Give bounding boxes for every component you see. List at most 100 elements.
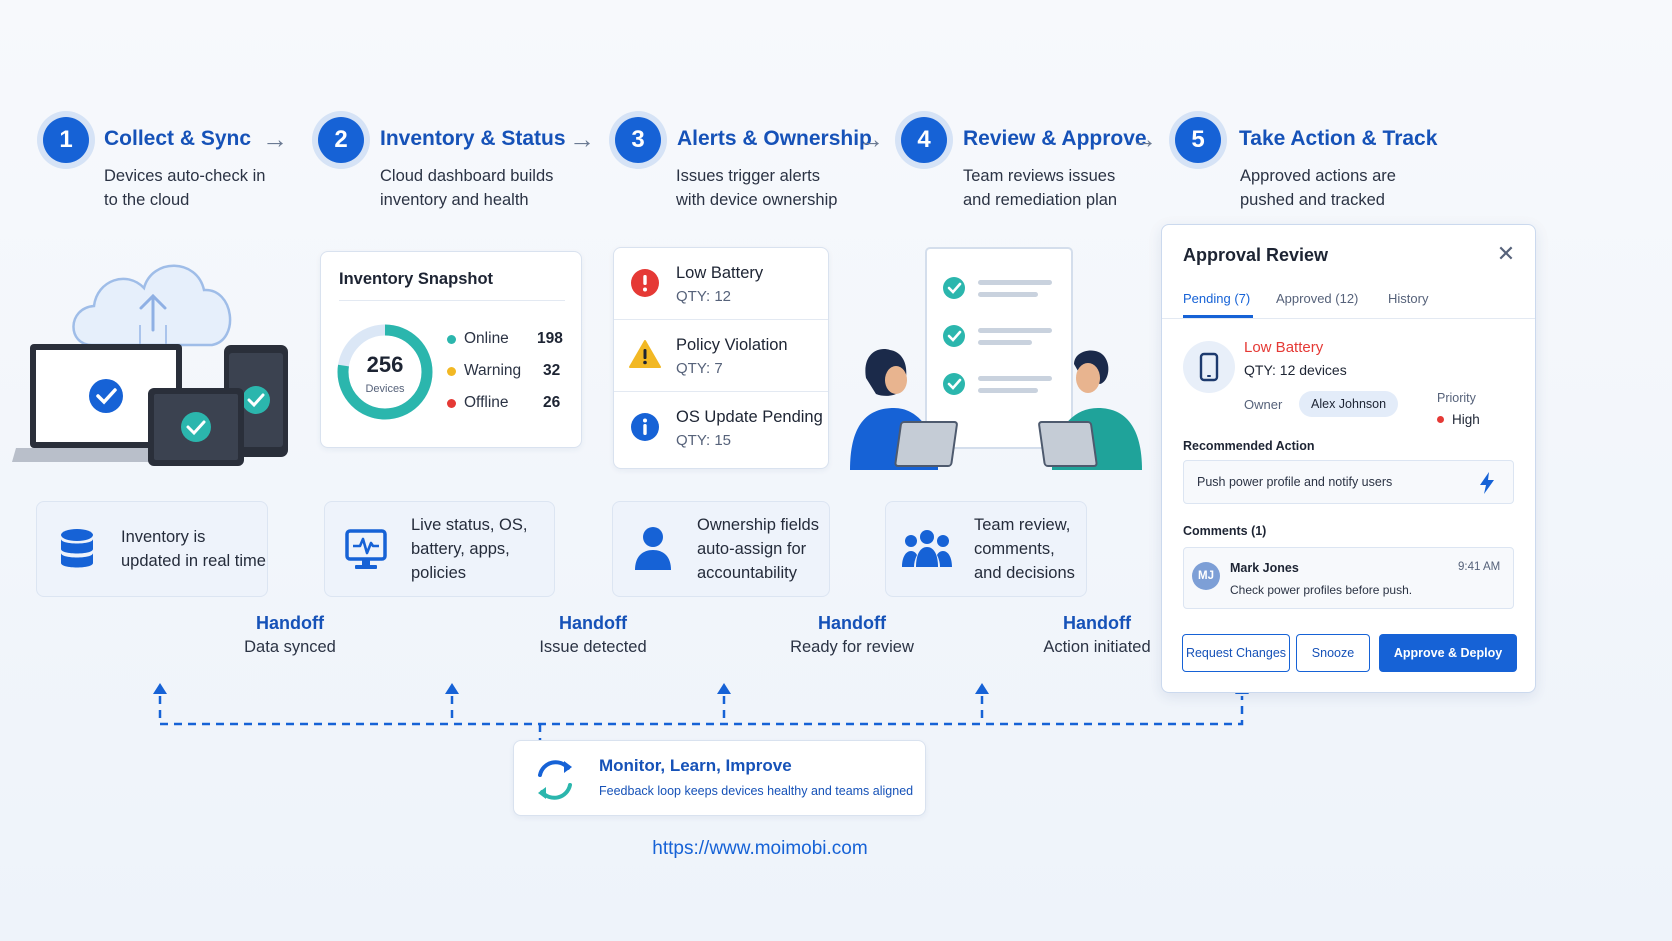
owner-chip[interactable]: Alex Johnson [1299, 391, 1399, 417]
checklist-icon [925, 247, 1073, 449]
approve-deploy-button[interactable]: Approve & Deploy [1379, 634, 1517, 672]
active-tab-indicator [1183, 315, 1253, 318]
request-changes-button[interactable]: Request Changes [1182, 634, 1290, 672]
user-icon [635, 527, 671, 570]
legend-offline: Offline [447, 394, 509, 412]
arrow-right-icon: → [569, 124, 595, 154]
cloud-upload-icon [72, 264, 232, 347]
arrow-up-icon [975, 683, 989, 694]
alert-title: Low Battery [676, 264, 764, 282]
feature-text: Team review, comments, and decisions [974, 516, 1075, 582]
alert-qty: QTY: 7 [676, 360, 723, 377]
recommended-action-text: Push power profile and notify users [1197, 475, 1393, 489]
alert-title: OS Update Pending [676, 408, 823, 426]
arrow-right-icon: → [1131, 124, 1157, 154]
warning-dot [447, 366, 456, 376]
online-dot [447, 334, 456, 344]
lightning-icon [1480, 472, 1494, 494]
handoff-title: Handoff [256, 613, 324, 633]
comment-time: 9:41 AM [1458, 561, 1501, 573]
alert-item[interactable]: Policy Violation QTY: 7 [614, 320, 828, 392]
handoff-subtitle: Ready for review [790, 638, 914, 656]
team-review-illustration [850, 247, 1142, 470]
arrow-right-icon: → [858, 124, 884, 154]
alert-item[interactable]: Low Battery QTY: 12 [614, 248, 828, 320]
feature-text: Live status, OS, battery, apps, policies [411, 516, 528, 582]
legend-label: Online [464, 330, 509, 347]
priority-label: Priority [1437, 391, 1476, 405]
legend-label: Warning [464, 362, 522, 379]
step-description: Devices auto-check in to the cloud [104, 167, 266, 209]
arrow-up-icon [717, 683, 731, 694]
feedback-title: Monitor, Learn, Improve [599, 756, 792, 775]
donut-total-label: Devices [365, 383, 405, 395]
alert-item[interactable]: OS Update Pending QTY: 15 [614, 392, 828, 464]
device-avatar [1183, 341, 1235, 393]
comment-author: Mark Jones [1230, 561, 1299, 575]
person-right-icon [1038, 350, 1142, 470]
close-icon[interactable]: ✕ [1496, 241, 1516, 266]
tab-pending[interactable]: Pending (7) [1183, 291, 1251, 306]
step-description: Cloud dashboard builds inventory and hea… [380, 167, 554, 209]
refresh-cycle-icon [538, 760, 572, 800]
comment-text: Check power profiles before push. [1230, 583, 1413, 597]
panel-title: Approval Review [1183, 245, 1329, 265]
monitor-icon [345, 529, 387, 569]
step-title: Alerts & Ownership [677, 127, 872, 150]
card-title: Inventory Snapshot [339, 270, 494, 288]
alert-qty: QTY: 15 [676, 432, 732, 449]
feedback-subtitle: Feedback loop keeps devices healthy and … [599, 784, 914, 798]
step-number: 4 [901, 117, 947, 163]
step-number: 5 [1175, 117, 1221, 163]
inventory-snapshot-card: Inventory Snapshot 256 Devices Online 19… [320, 251, 582, 448]
arrow-up-icon [153, 683, 167, 694]
alerts-card: Low Battery QTY: 12 Policy Violation QTY… [613, 247, 829, 469]
tablet-icon [148, 388, 244, 466]
database-icon [61, 529, 93, 568]
feature-text: Ownership fields auto-assign for account… [697, 516, 819, 582]
step-number: 1 [43, 117, 89, 163]
step-description: Approved actions are pushed and tracked [1240, 167, 1396, 209]
handoff-subtitle: Issue detected [539, 638, 647, 656]
step-title: Take Action & Track [1239, 127, 1438, 150]
donut-total: 256 [366, 352, 404, 377]
feature-card: Ownership fields auto-assign for account… [612, 501, 830, 597]
approval-review-panel: Approval Review ✕ Pending (7) Approved (… [1161, 224, 1536, 693]
legend-value: 198 [537, 330, 563, 347]
comments-label: Comments (1) [1183, 524, 1267, 538]
legend-warning: Warning [447, 362, 521, 380]
priority-badge: High [1437, 412, 1480, 427]
step-description: Team reviews issues and remediation plan [963, 167, 1118, 209]
handoff-subtitle: Action initiated [1043, 638, 1151, 656]
recommended-action-field[interactable]: Push power profile and notify users [1183, 460, 1514, 504]
alert-title: Low Battery [1244, 339, 1324, 356]
feature-card: Team review, comments, and decisions [885, 501, 1087, 597]
tab-history[interactable]: History [1388, 291, 1429, 306]
priority-value: High [1452, 412, 1480, 427]
donut-chart [337, 324, 433, 420]
step-title: Inventory & Status [380, 127, 566, 150]
priority-dot [1437, 416, 1444, 423]
feature-card: Inventory is updated in real time [36, 501, 268, 597]
handoff-subtitle: Data synced [244, 638, 336, 656]
comment-item: MJ Mark Jones 9:41 AM Check power profil… [1183, 547, 1514, 609]
legend-value: 26 [543, 394, 561, 411]
handoff-title: Handoff [1063, 613, 1131, 633]
footer-link[interactable]: https://www.moimobi.com [652, 838, 868, 859]
legend-value: 32 [543, 362, 561, 379]
tab-approved[interactable]: Approved (12) [1276, 291, 1359, 306]
team-icon [902, 530, 952, 567]
legend-label: Offline [464, 394, 509, 411]
feature-card: Live status, OS, battery, apps, policies [324, 501, 555, 597]
step-number: 3 [615, 117, 661, 163]
alert-qty: QTY: 12 devices [1244, 362, 1347, 378]
offline-dot [447, 398, 456, 408]
info-icon [631, 413, 659, 441]
feedback-card: Monitor, Learn, Improve Feedback loop ke… [513, 740, 926, 816]
avatar: MJ [1192, 562, 1220, 590]
step-description: Issues trigger alerts with device owners… [676, 167, 838, 209]
step-title: Collect & Sync [104, 127, 252, 150]
alert-title: Policy Violation [676, 336, 788, 354]
snooze-button[interactable]: Snooze [1296, 634, 1370, 672]
alert-qty: QTY: 12 [676, 288, 732, 305]
